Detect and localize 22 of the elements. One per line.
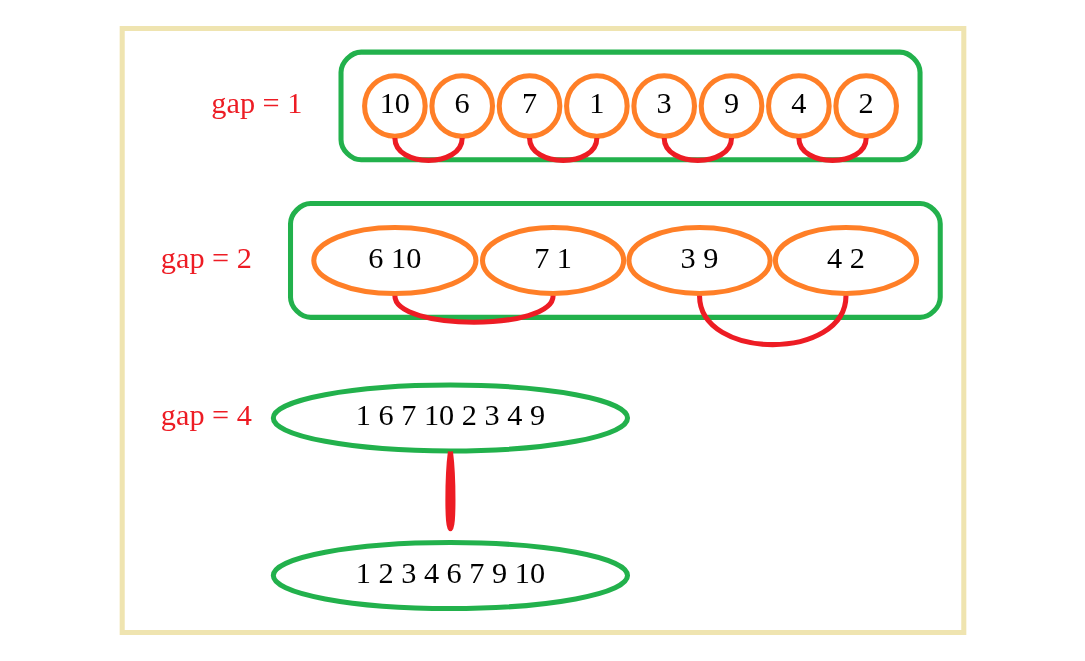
node-ellipse: 4 2 xyxy=(772,224,919,296)
cluster xyxy=(119,26,966,635)
connector xyxy=(392,294,555,325)
node-ellipse: 1 6 7 10 2 3 4 9 xyxy=(270,382,630,454)
node-label: gap = 4 xyxy=(160,398,252,433)
node-ellipse: 1 2 3 4 6 7 9 10 xyxy=(270,540,630,612)
node-circle: 9 xyxy=(698,73,764,139)
node-circle: 10 xyxy=(361,73,428,139)
cluster xyxy=(287,201,943,320)
node-label: gap = 1 xyxy=(210,86,302,121)
node-circle: 4 xyxy=(765,73,832,139)
connector xyxy=(696,295,848,348)
node-ellipse: 3 9 xyxy=(625,224,773,296)
node-ellipse: 6 10 xyxy=(310,224,478,296)
node-circle: 1 xyxy=(563,73,630,139)
node-ellipse: 7 1 xyxy=(479,224,626,296)
node-circle: 7 xyxy=(496,73,562,139)
node-circle: 6 xyxy=(428,73,495,139)
node-label: gap = 2 xyxy=(160,240,252,275)
connector xyxy=(444,451,455,532)
node-circle: 2 xyxy=(832,73,899,139)
node-circle: 3 xyxy=(630,73,697,139)
